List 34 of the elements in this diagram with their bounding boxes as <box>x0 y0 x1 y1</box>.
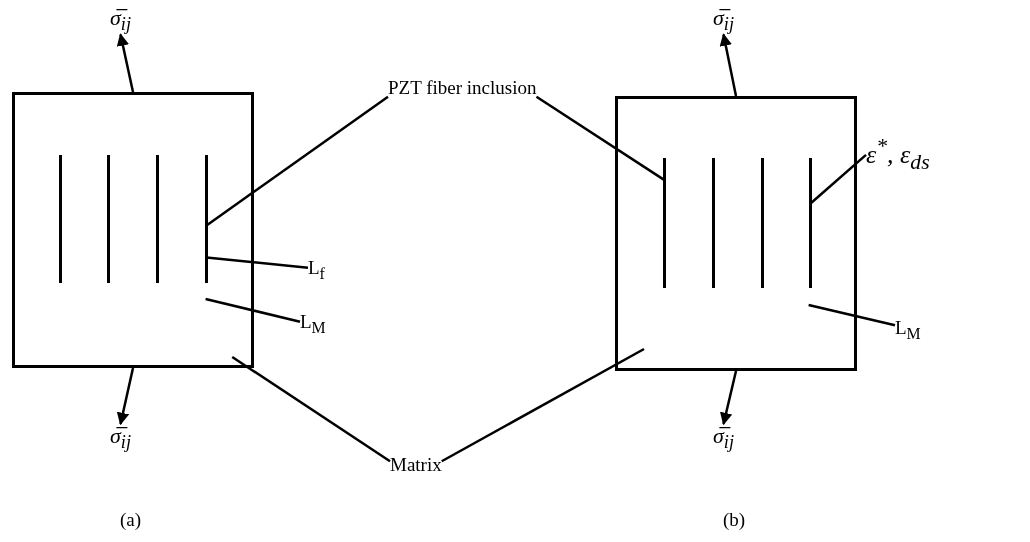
stress-label: σ̅$_{ij}$ <box>713 6 735 35</box>
cell-box <box>615 96 857 371</box>
panel-label: (b) <box>723 510 746 531</box>
leader-line <box>808 303 896 327</box>
panel-label: (a) <box>120 510 142 531</box>
fiber-bar <box>59 155 62 283</box>
fiber-bar <box>761 158 764 288</box>
fiber-bar <box>809 158 812 288</box>
arrow <box>116 33 135 93</box>
arrow <box>116 367 135 426</box>
callout-label: PZT fiber inclusion <box>388 78 537 99</box>
callout-label: L$_{M}$ <box>895 318 921 343</box>
leader-line <box>231 355 391 463</box>
fiber-bar <box>107 155 110 283</box>
fiber-bar <box>205 155 208 283</box>
fiber-bar <box>712 158 715 288</box>
leader-line <box>205 297 301 323</box>
leader-line <box>441 347 645 463</box>
callout-label: L$_{f}$ <box>308 258 325 283</box>
stress-label: σ̅$_{ij}$ <box>110 424 132 453</box>
leader-line <box>809 153 867 205</box>
leader-line <box>205 95 389 227</box>
arrow <box>720 370 738 426</box>
leader-line <box>535 95 666 182</box>
strain-label: ε$^{*}$, ε$_{ds}$ <box>866 135 930 175</box>
fiber-bar <box>156 155 159 283</box>
callout-label: Matrix <box>390 455 442 476</box>
callout-label: L$_{M}$ <box>300 312 326 337</box>
stress-label: σ̅$_{ij}$ <box>110 6 132 35</box>
fiber-bar <box>663 158 666 288</box>
leader-line <box>206 256 309 269</box>
cell-box <box>12 92 254 368</box>
stress-label: σ̅$_{ij}$ <box>713 424 735 453</box>
arrow <box>719 33 738 97</box>
